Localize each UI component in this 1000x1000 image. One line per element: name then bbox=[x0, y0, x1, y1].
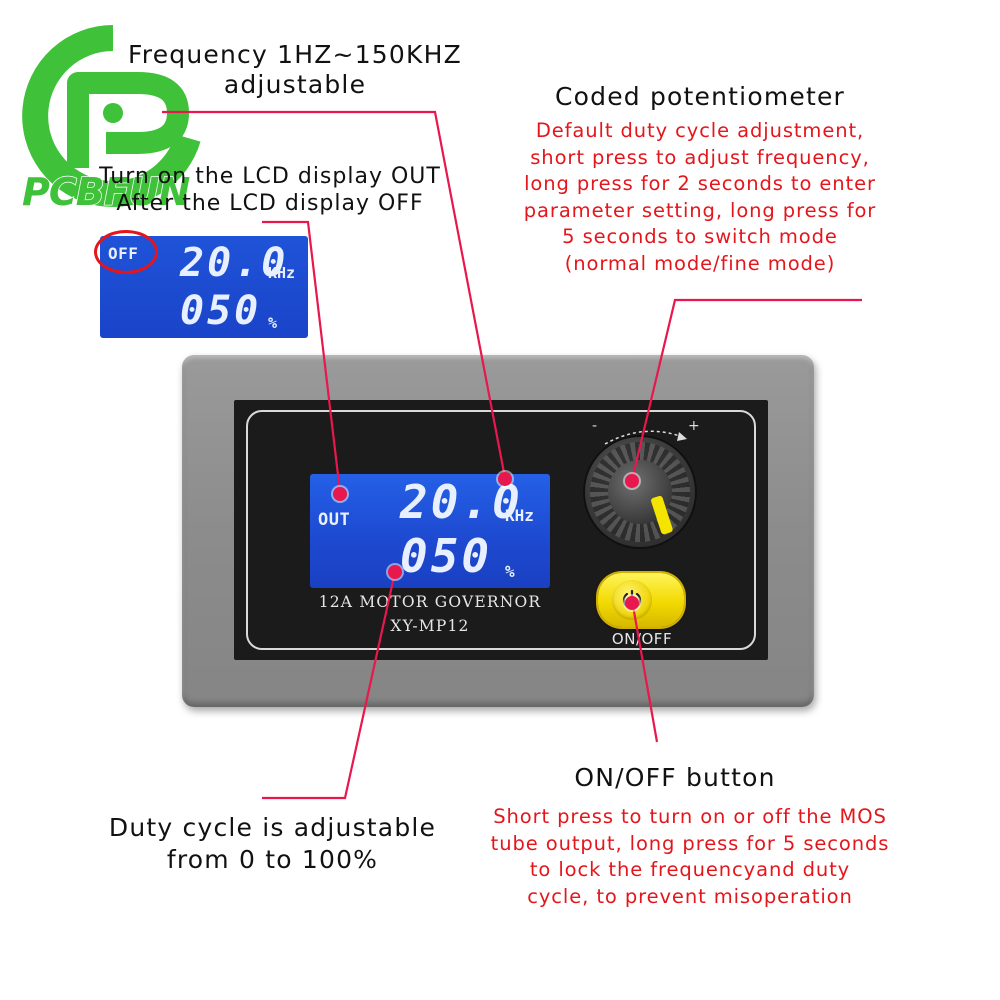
onoff-button-title: ON/OFF button bbox=[574, 763, 776, 792]
device-model-line1: 12A MOTOR GOVERNOR bbox=[318, 593, 542, 611]
logo-text: PCBFUN bbox=[21, 169, 191, 215]
onoff-desc-line: Short press to turn on or off the MOS bbox=[493, 805, 887, 828]
button-callout-dot bbox=[625, 596, 639, 610]
knob-callout-dot bbox=[625, 474, 639, 488]
frequency-annotation-line1: Frequency 1HZ~150KHZ bbox=[128, 40, 462, 69]
panel-frame bbox=[246, 410, 756, 650]
lcd-frequency-unit: KHz bbox=[505, 506, 534, 525]
frequency-annotation-line2: adjustable bbox=[223, 70, 367, 99]
potentiometer-title: Coded potentiometer bbox=[554, 82, 846, 111]
device-model-line2: XY-MP12 bbox=[390, 617, 470, 635]
lcd-off-duty: 050 bbox=[180, 288, 262, 334]
onoff-button-label: ON/OFF bbox=[611, 630, 673, 648]
potentiometer-desc-line: (normal mode/fine mode) bbox=[564, 251, 836, 275]
state-callout-dot bbox=[333, 487, 347, 501]
lcd-duty-value: 050 bbox=[400, 529, 493, 583]
onoff-button-description: Short press to turn on or off the MOS tu… bbox=[455, 804, 925, 910]
lcd-toggle-annotation: Turn on the LCD display OUT After the LC… bbox=[80, 163, 460, 217]
lcd-main-display: OUT 20.0 KHz 050 % bbox=[310, 474, 550, 588]
duty-annotation-line2: from 0 to 100% bbox=[166, 845, 379, 874]
duty-annotation-line1: Duty cycle is adjustable bbox=[108, 813, 437, 842]
potentiometer-desc-line: 5 seconds to switch mode bbox=[562, 225, 838, 248]
potentiometer-desc-line: short press to adjust frequency, bbox=[530, 145, 870, 169]
frequency-callout-dot bbox=[498, 472, 512, 486]
lcd-toggle-annotation-line1: Turn on the LCD display OUT bbox=[99, 164, 441, 189]
lcd-off-frequency-unit: KHz bbox=[268, 264, 296, 282]
lcd-off-frequency: 20.0 bbox=[180, 240, 289, 286]
frequency-annotation: Frequency 1HZ~150KHZ adjustable bbox=[110, 40, 480, 100]
potentiometer-description: Default duty cycle adjustment, short pre… bbox=[480, 118, 920, 277]
onoff-desc-line: to lock the frequencyand duty bbox=[529, 858, 851, 881]
lcd-duty-unit: % bbox=[505, 562, 515, 581]
knob-minus-label: - bbox=[592, 418, 598, 434]
knob-direction-arrow-icon bbox=[604, 430, 687, 445]
lcd-frequency-value: 20.0 bbox=[400, 475, 523, 529]
duty-callout-dot bbox=[388, 565, 402, 579]
lcd-toggle-annotation-line2: After the LCD display OFF bbox=[116, 191, 424, 216]
potentiometer-desc-line: parameter setting, long press for bbox=[523, 198, 877, 222]
duty-annotation: Duty cycle is adjustable from 0 to 100% bbox=[90, 812, 455, 876]
potentiometer-desc-line: long press for 2 seconds to enter bbox=[524, 172, 876, 195]
onoff-desc-line: cycle, to prevent misoperation bbox=[527, 884, 853, 908]
potentiometer-desc-line: Default duty cycle adjustment, bbox=[535, 119, 865, 142]
lcd-off-duty-unit: % bbox=[268, 314, 278, 332]
lcd-state-label: OUT bbox=[318, 510, 351, 530]
onoff-desc-line: tube output, long press for 5 seconds bbox=[490, 831, 890, 855]
off-highlight-circle bbox=[94, 230, 158, 274]
knob-plus-label: + bbox=[688, 418, 700, 434]
